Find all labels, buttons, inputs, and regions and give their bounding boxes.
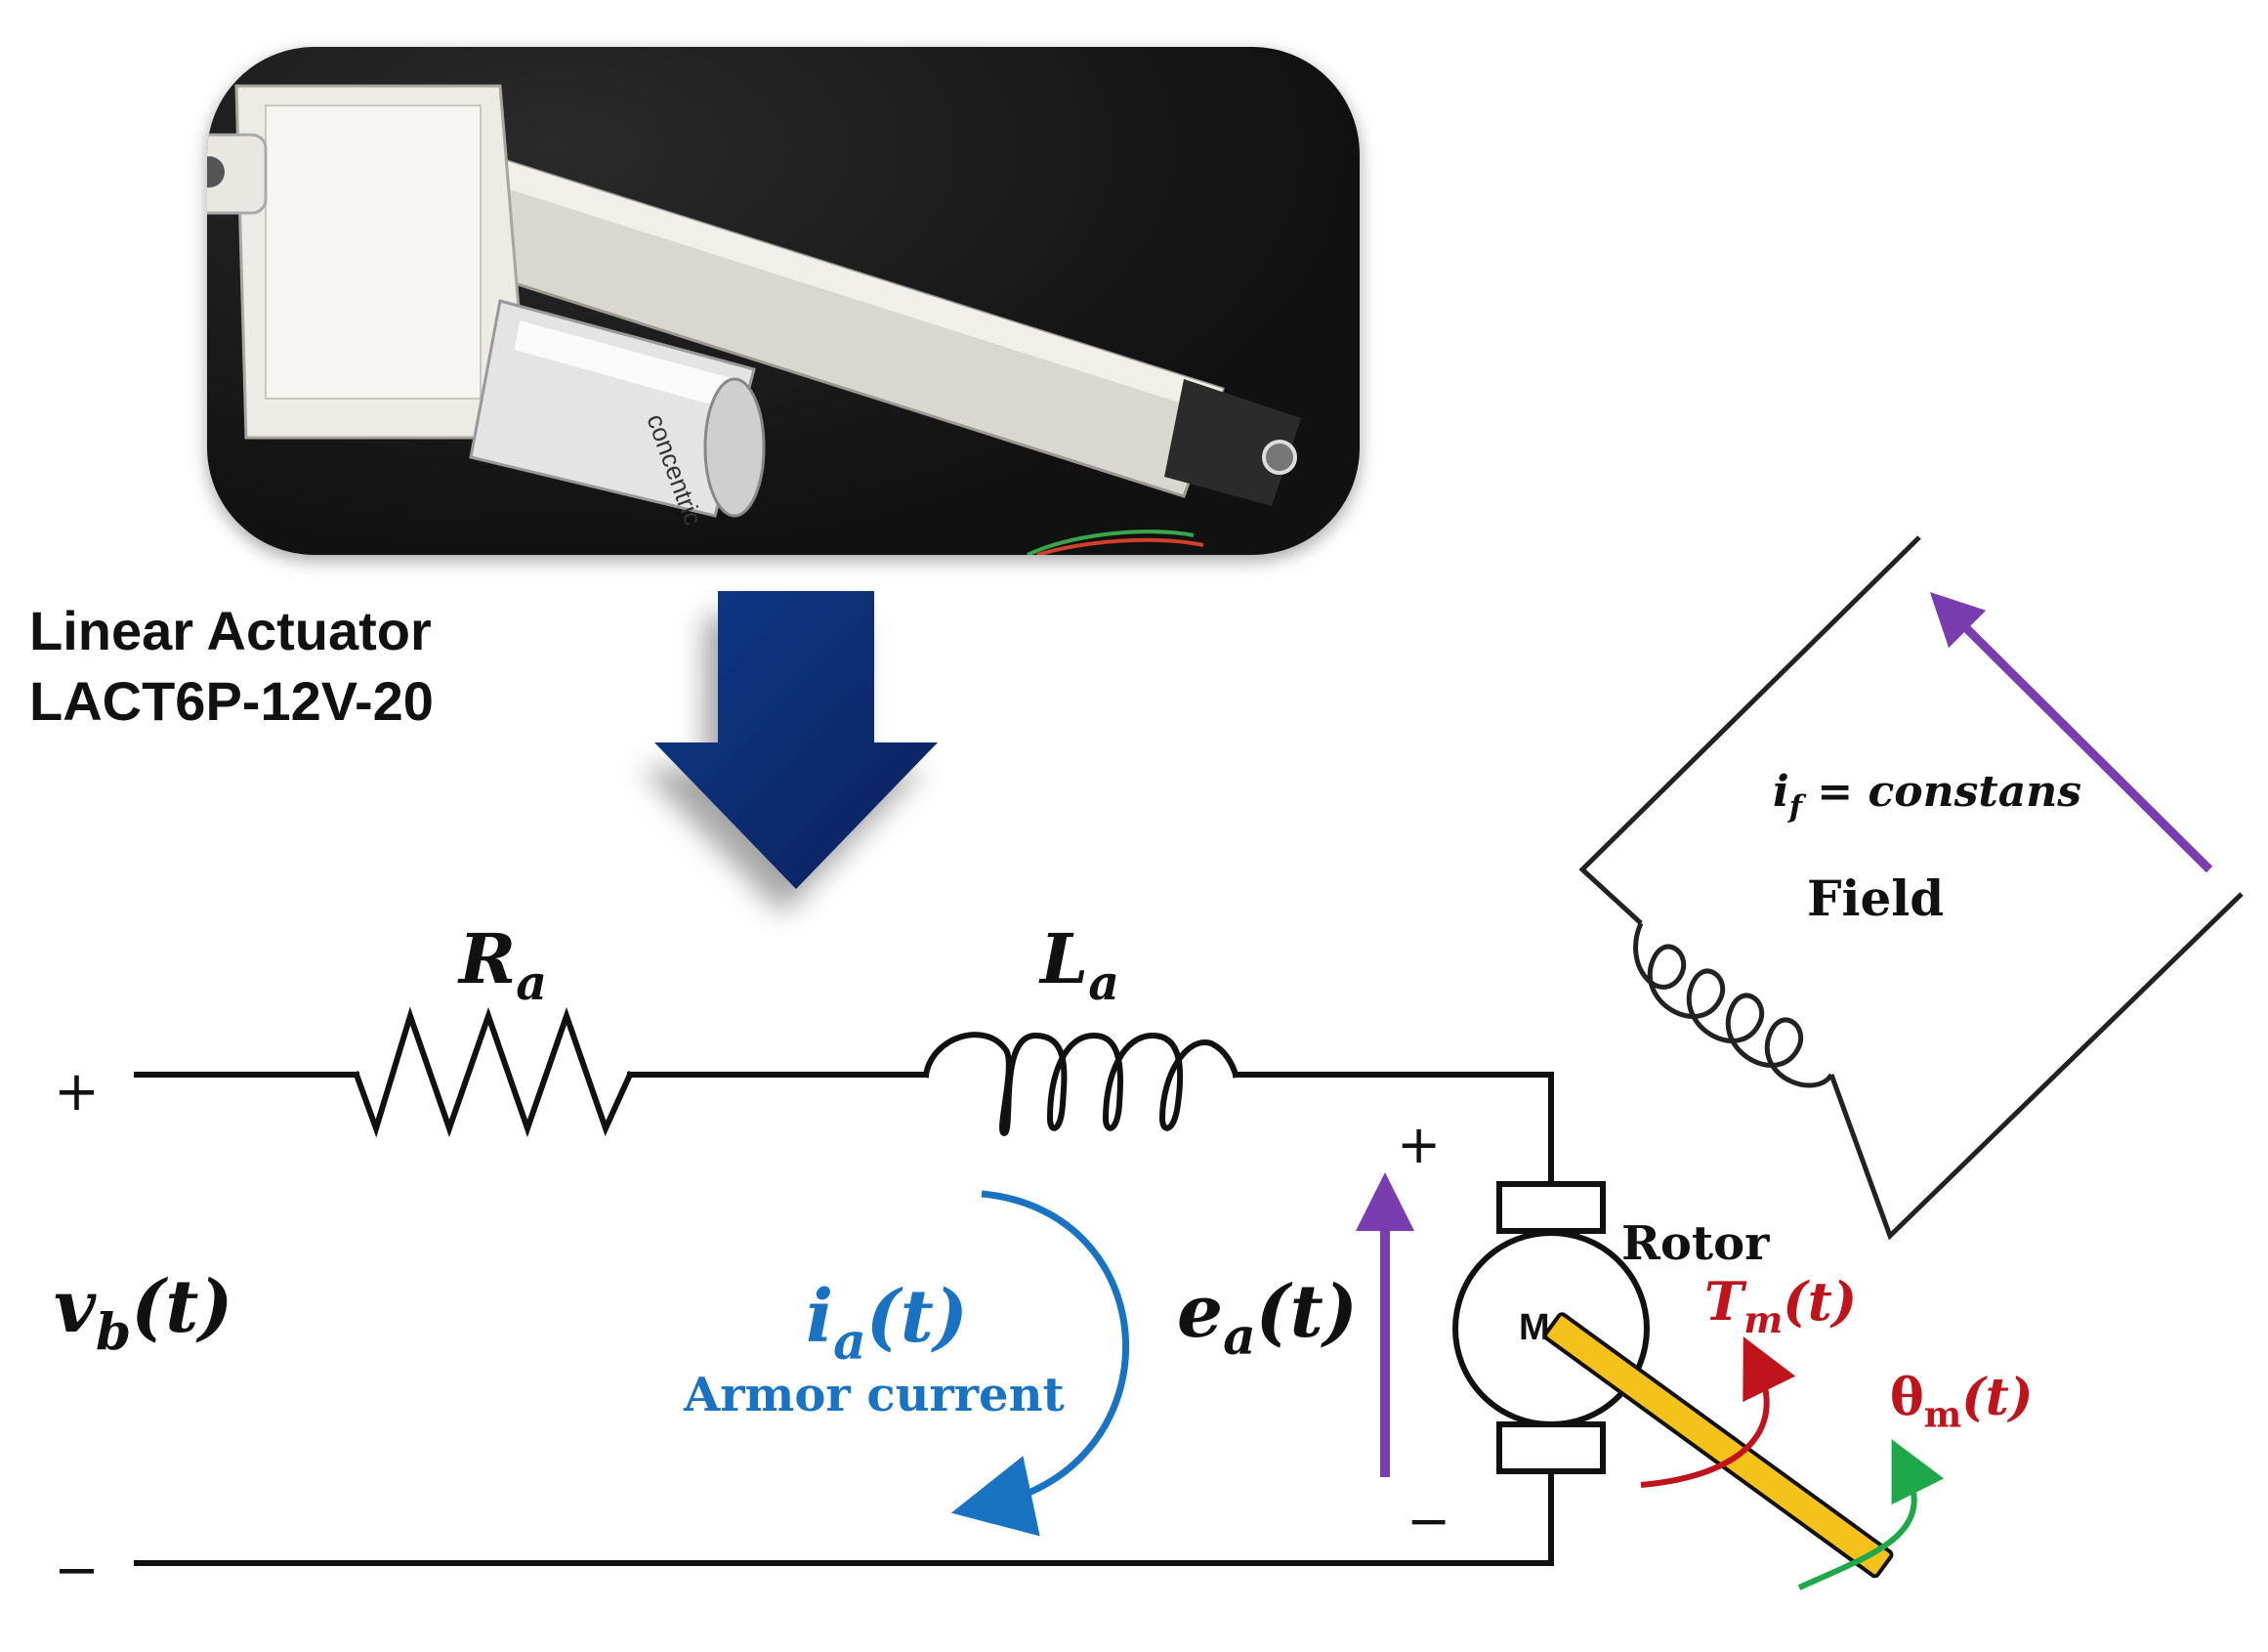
inductor-symbol — [922, 1032, 1239, 1137]
field-current-arrow-icon — [1929, 591, 2213, 873]
field-current-label: if = constans — [1773, 767, 2081, 825]
source-minus-sign: − — [54, 1539, 100, 1602]
caption-model-code: LACT6P-12V-20 — [29, 670, 434, 732]
torque-label: Tm(t) — [1704, 1270, 1858, 1342]
source-voltage-label: vb(t) — [54, 1265, 233, 1363]
field-winding — [1578, 535, 2244, 1241]
resistor-symbol — [353, 1006, 634, 1138]
theta-arrow-icon — [1797, 1439, 1945, 1590]
theta-label: θm(t) — [1890, 1368, 2034, 1436]
rotor-shaft — [1543, 1312, 1894, 1579]
emf-minus-sign: − — [1407, 1490, 1451, 1551]
rotor-label: Rotor — [1621, 1216, 1770, 1271]
emf-plus-sign: + — [1397, 1114, 1442, 1175]
source-plus-sign: + — [54, 1060, 100, 1123]
actuator-caption: Linear Actuator LACT6P-12V-20 — [29, 596, 434, 737]
field-label: Field — [1807, 869, 1945, 927]
inductor-label: La — [1040, 918, 1119, 1012]
armature-current-caption: Armor current — [684, 1368, 1065, 1422]
armature-current-label: ia(t) — [806, 1275, 968, 1373]
emf-label: ea(t) — [1177, 1270, 1358, 1368]
caption-model-name: Linear Actuator — [29, 600, 432, 661]
circuit-wires — [134, 1006, 1554, 1566]
current-arrow-icon — [950, 1190, 1129, 1537]
torque-arrow-icon — [1640, 1336, 1796, 1488]
down-arrow-icon — [654, 591, 938, 889]
motor-letter: M — [1519, 1307, 1550, 1348]
actuator-photo: concentric — [207, 47, 1360, 555]
actuator-illustration: concentric — [207, 84, 1301, 555]
resistor-label: Ra — [459, 918, 547, 1012]
